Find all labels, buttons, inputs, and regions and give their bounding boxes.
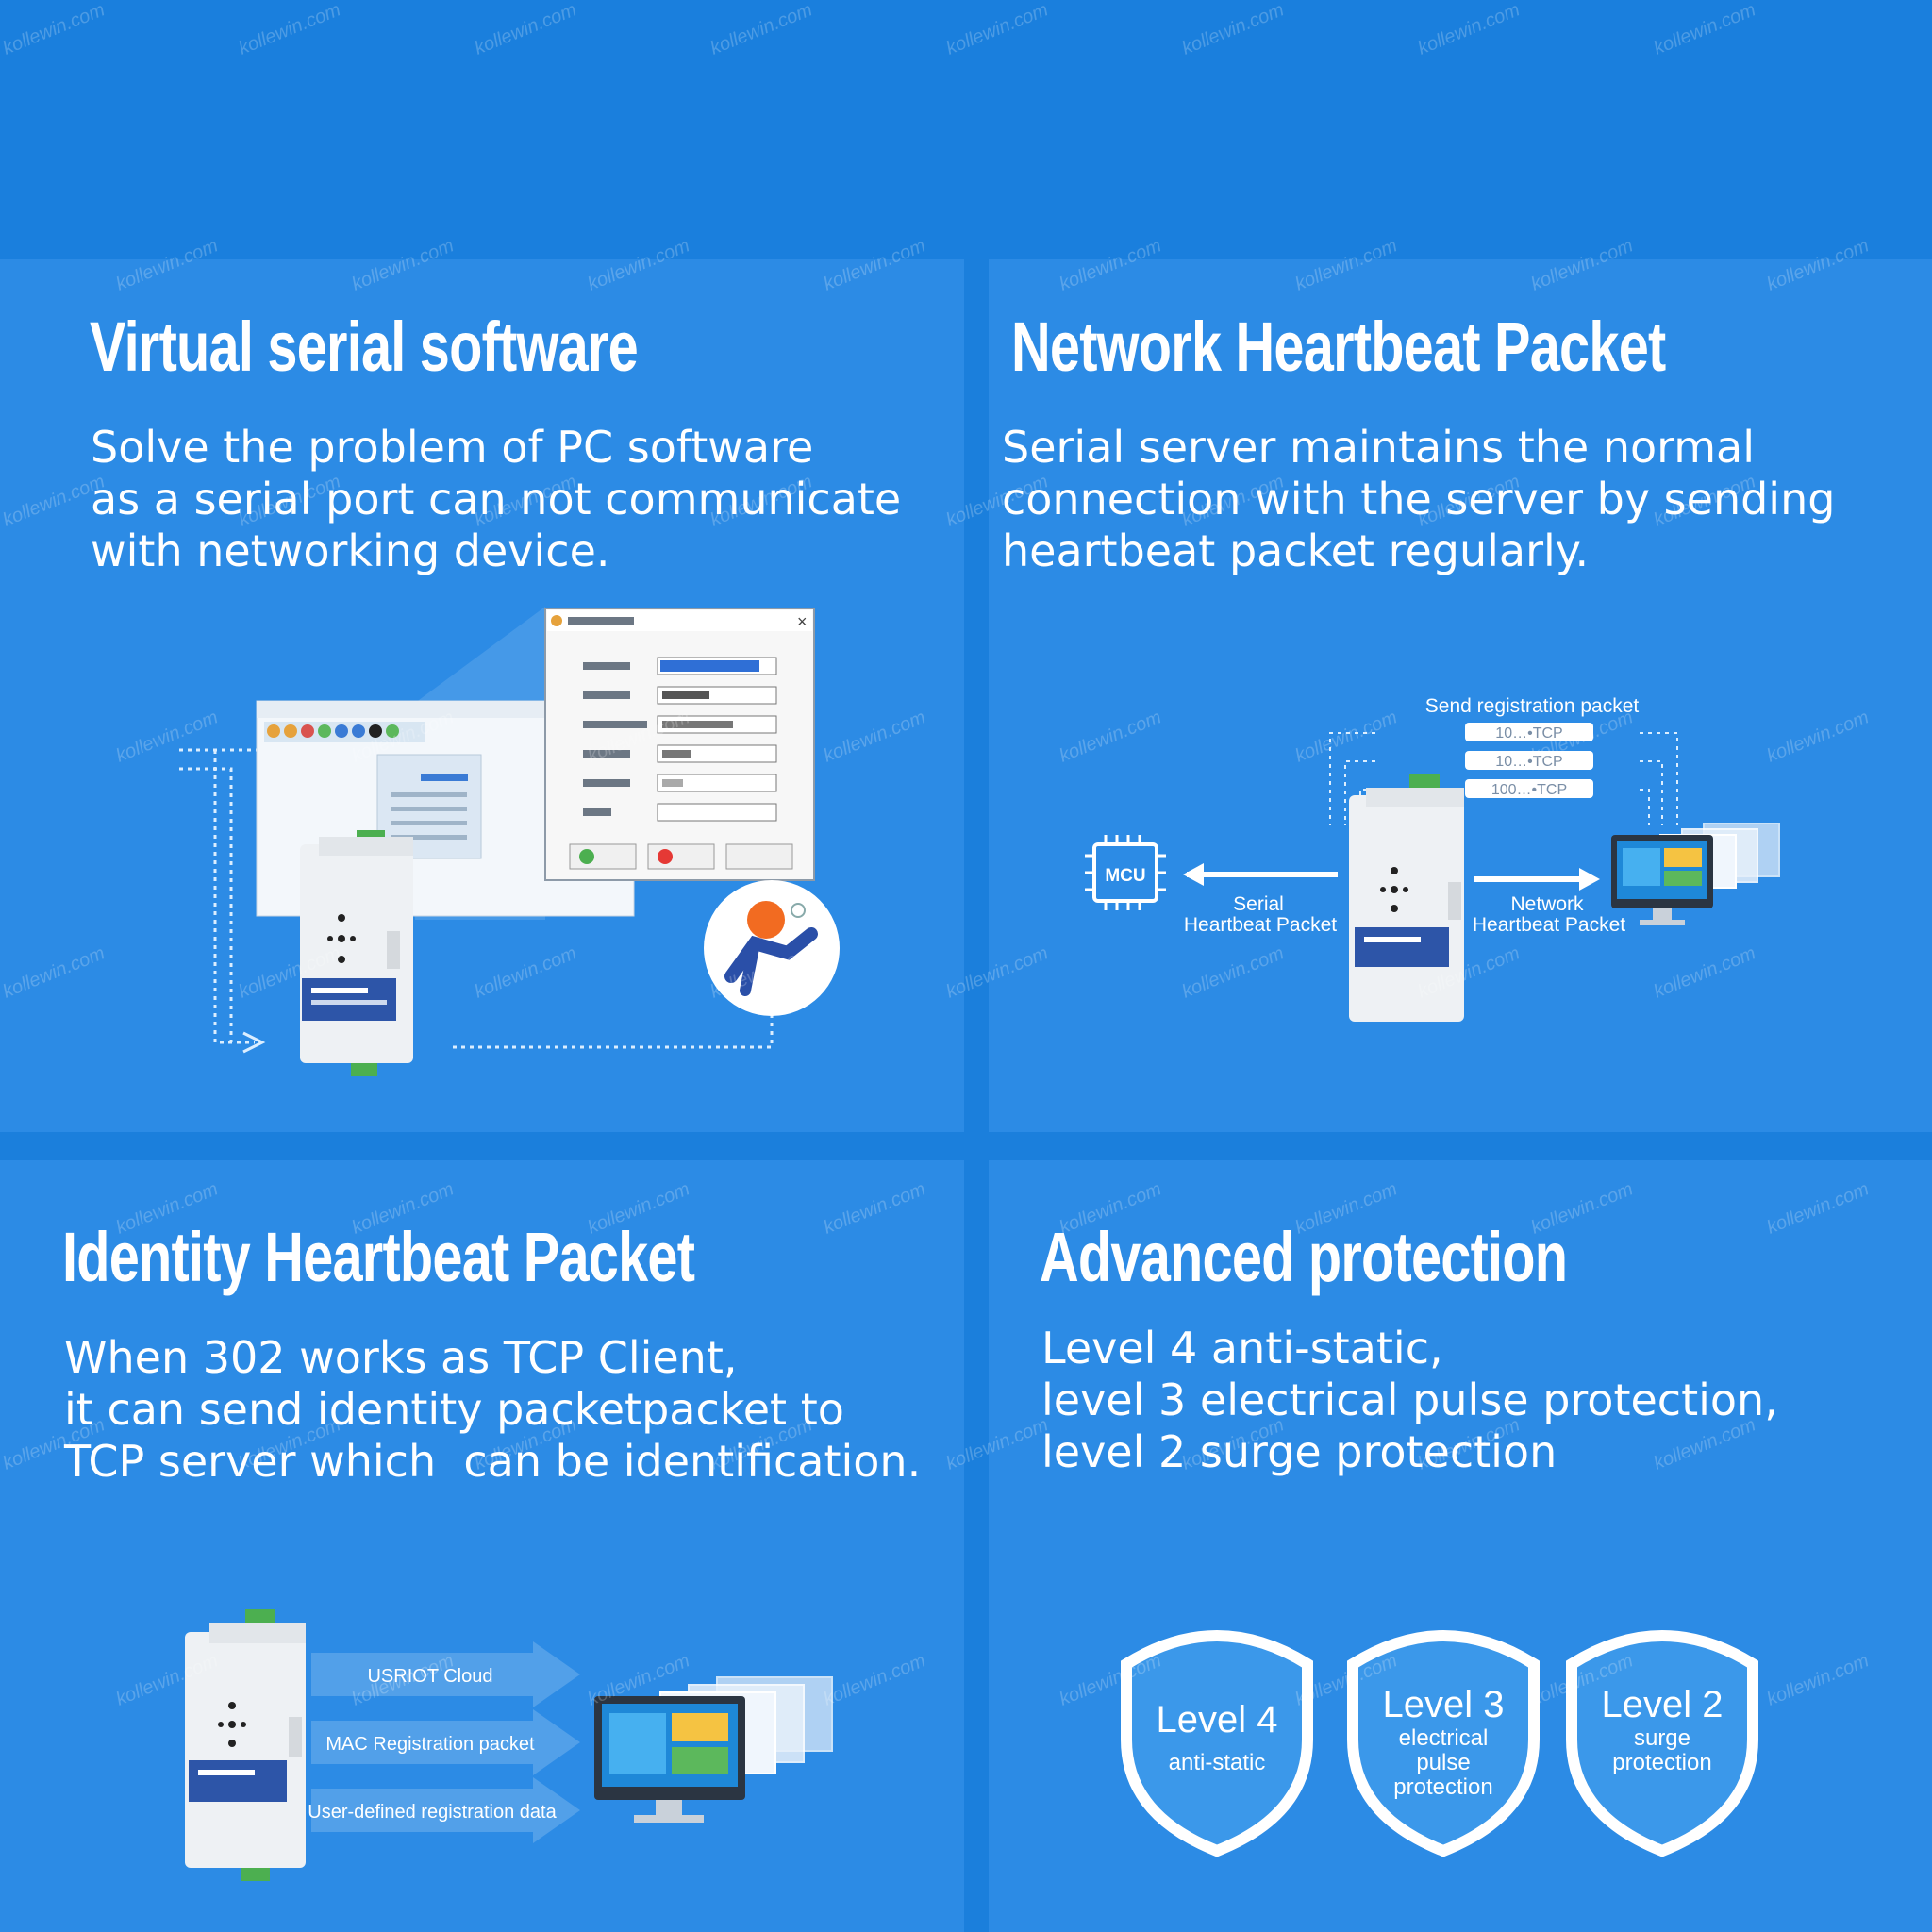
shield-level-4: Level 4 anti-static: [1121, 1629, 1313, 1857]
svg-text:protection: protection: [1612, 1750, 1711, 1775]
packet-tag-3: 100…•TCP: [1465, 779, 1593, 798]
mcu-chip-icon: MCU: [1085, 835, 1166, 910]
panel-description: Level 4 anti-static, level 3 electrical …: [1041, 1323, 1778, 1477]
arrow-user-defined-data: User-defined registration data: [308, 1777, 580, 1843]
svg-text:Level 2: Level 2: [1602, 1684, 1724, 1725]
panel-title: Identity Heartbeat Packet: [62, 1218, 695, 1296]
panel-title: Virtual serial software: [90, 308, 639, 386]
arrow-mac-registration: MAC Registration packet: [311, 1709, 580, 1775]
vertical-divider: [964, 259, 989, 1932]
virtual-serial-illustration: ×: [179, 607, 840, 1076]
server-monitor: [1611, 823, 1780, 925]
top-banner: [0, 0, 1932, 259]
serial-server-device: [185, 1609, 306, 1881]
svg-text:Level 4: Level 4: [1157, 1699, 1278, 1740]
arrow-usriot-cloud: USRIOT Cloud: [311, 1641, 580, 1707]
horizontal-divider: [0, 1132, 1932, 1160]
panel-network-heartbeat: Network Heartbeat Packet Serial server m…: [989, 259, 1932, 1132]
panel-identity-heartbeat: Identity Heartbeat Packet When 302 works…: [0, 1160, 964, 1932]
panel-description: Solve the problem of PC software as a se…: [91, 422, 902, 576]
svg-text:Heartbeat Packet: Heartbeat Packet: [1473, 914, 1625, 936]
svg-text:electrical: electrical: [1399, 1725, 1489, 1751]
panel-advanced-protection: Advanced protection Level 4 anti-static,…: [989, 1160, 1932, 1932]
virtual-port-dialog: ×: [544, 608, 815, 881]
packet-tag-2: 10…•TCP: [1465, 751, 1593, 770]
server-monitor: [594, 1676, 833, 1823]
svg-text:10…•TCP: 10…•TCP: [1495, 725, 1562, 741]
panel-title: Advanced protection: [1040, 1218, 1568, 1296]
protection-shields: Level 4 anti-static Level 3 electrical p…: [1121, 1629, 1758, 1857]
send-registration-label: Send registration packet: [1425, 695, 1640, 717]
packet-tag-1: 10…•TCP: [1465, 723, 1593, 741]
serial-server-device: [1349, 774, 1464, 1022]
svg-text:MCU: MCU: [1105, 866, 1145, 886]
panel-virtual-serial: Virtual serial software Solve the proble…: [0, 259, 964, 1132]
panel-description: Serial server maintains the normal conne…: [1002, 422, 1836, 576]
identity-heartbeat-illustration: USRIOT Cloud MAC Registration packet Use…: [185, 1609, 833, 1881]
panel-title: Network Heartbeat Packet: [1011, 308, 1666, 386]
shield-level-2: Level 2 surge protection: [1566, 1629, 1758, 1857]
svg-text:MAC Registration packet: MAC Registration packet: [325, 1734, 535, 1755]
svg-text:USRIOT Cloud: USRIOT Cloud: [367, 1666, 492, 1687]
svg-text:Serial: Serial: [1233, 893, 1284, 915]
svg-text:×: ×: [797, 612, 808, 631]
svg-text:anti-static: anti-static: [1169, 1750, 1266, 1775]
svg-text:Level 3: Level 3: [1383, 1684, 1505, 1725]
mascot-bubble: [704, 880, 840, 1016]
panel-description: When 302 works as TCP Client, it can sen…: [64, 1332, 922, 1487]
shield-level-3: Level 3 electrical pulse protection: [1347, 1629, 1540, 1857]
svg-text:Heartbeat Packet: Heartbeat Packet: [1184, 914, 1337, 936]
svg-text:Network: Network: [1510, 893, 1584, 915]
network-heartbeat-diagram: Send registration packet 10…•TCP 10…•TCP…: [1085, 695, 1780, 1022]
serial-server-device: [300, 830, 413, 1076]
svg-text:100…•TCP: 100…•TCP: [1491, 782, 1567, 798]
svg-text:pulse: pulse: [1416, 1750, 1470, 1775]
svg-text:User-defined registration dat: User-defined registration data: [308, 1802, 557, 1823]
svg-text:protection: protection: [1393, 1774, 1492, 1800]
svg-text:10…•TCP: 10…•TCP: [1495, 754, 1562, 770]
svg-text:surge: surge: [1634, 1725, 1690, 1751]
